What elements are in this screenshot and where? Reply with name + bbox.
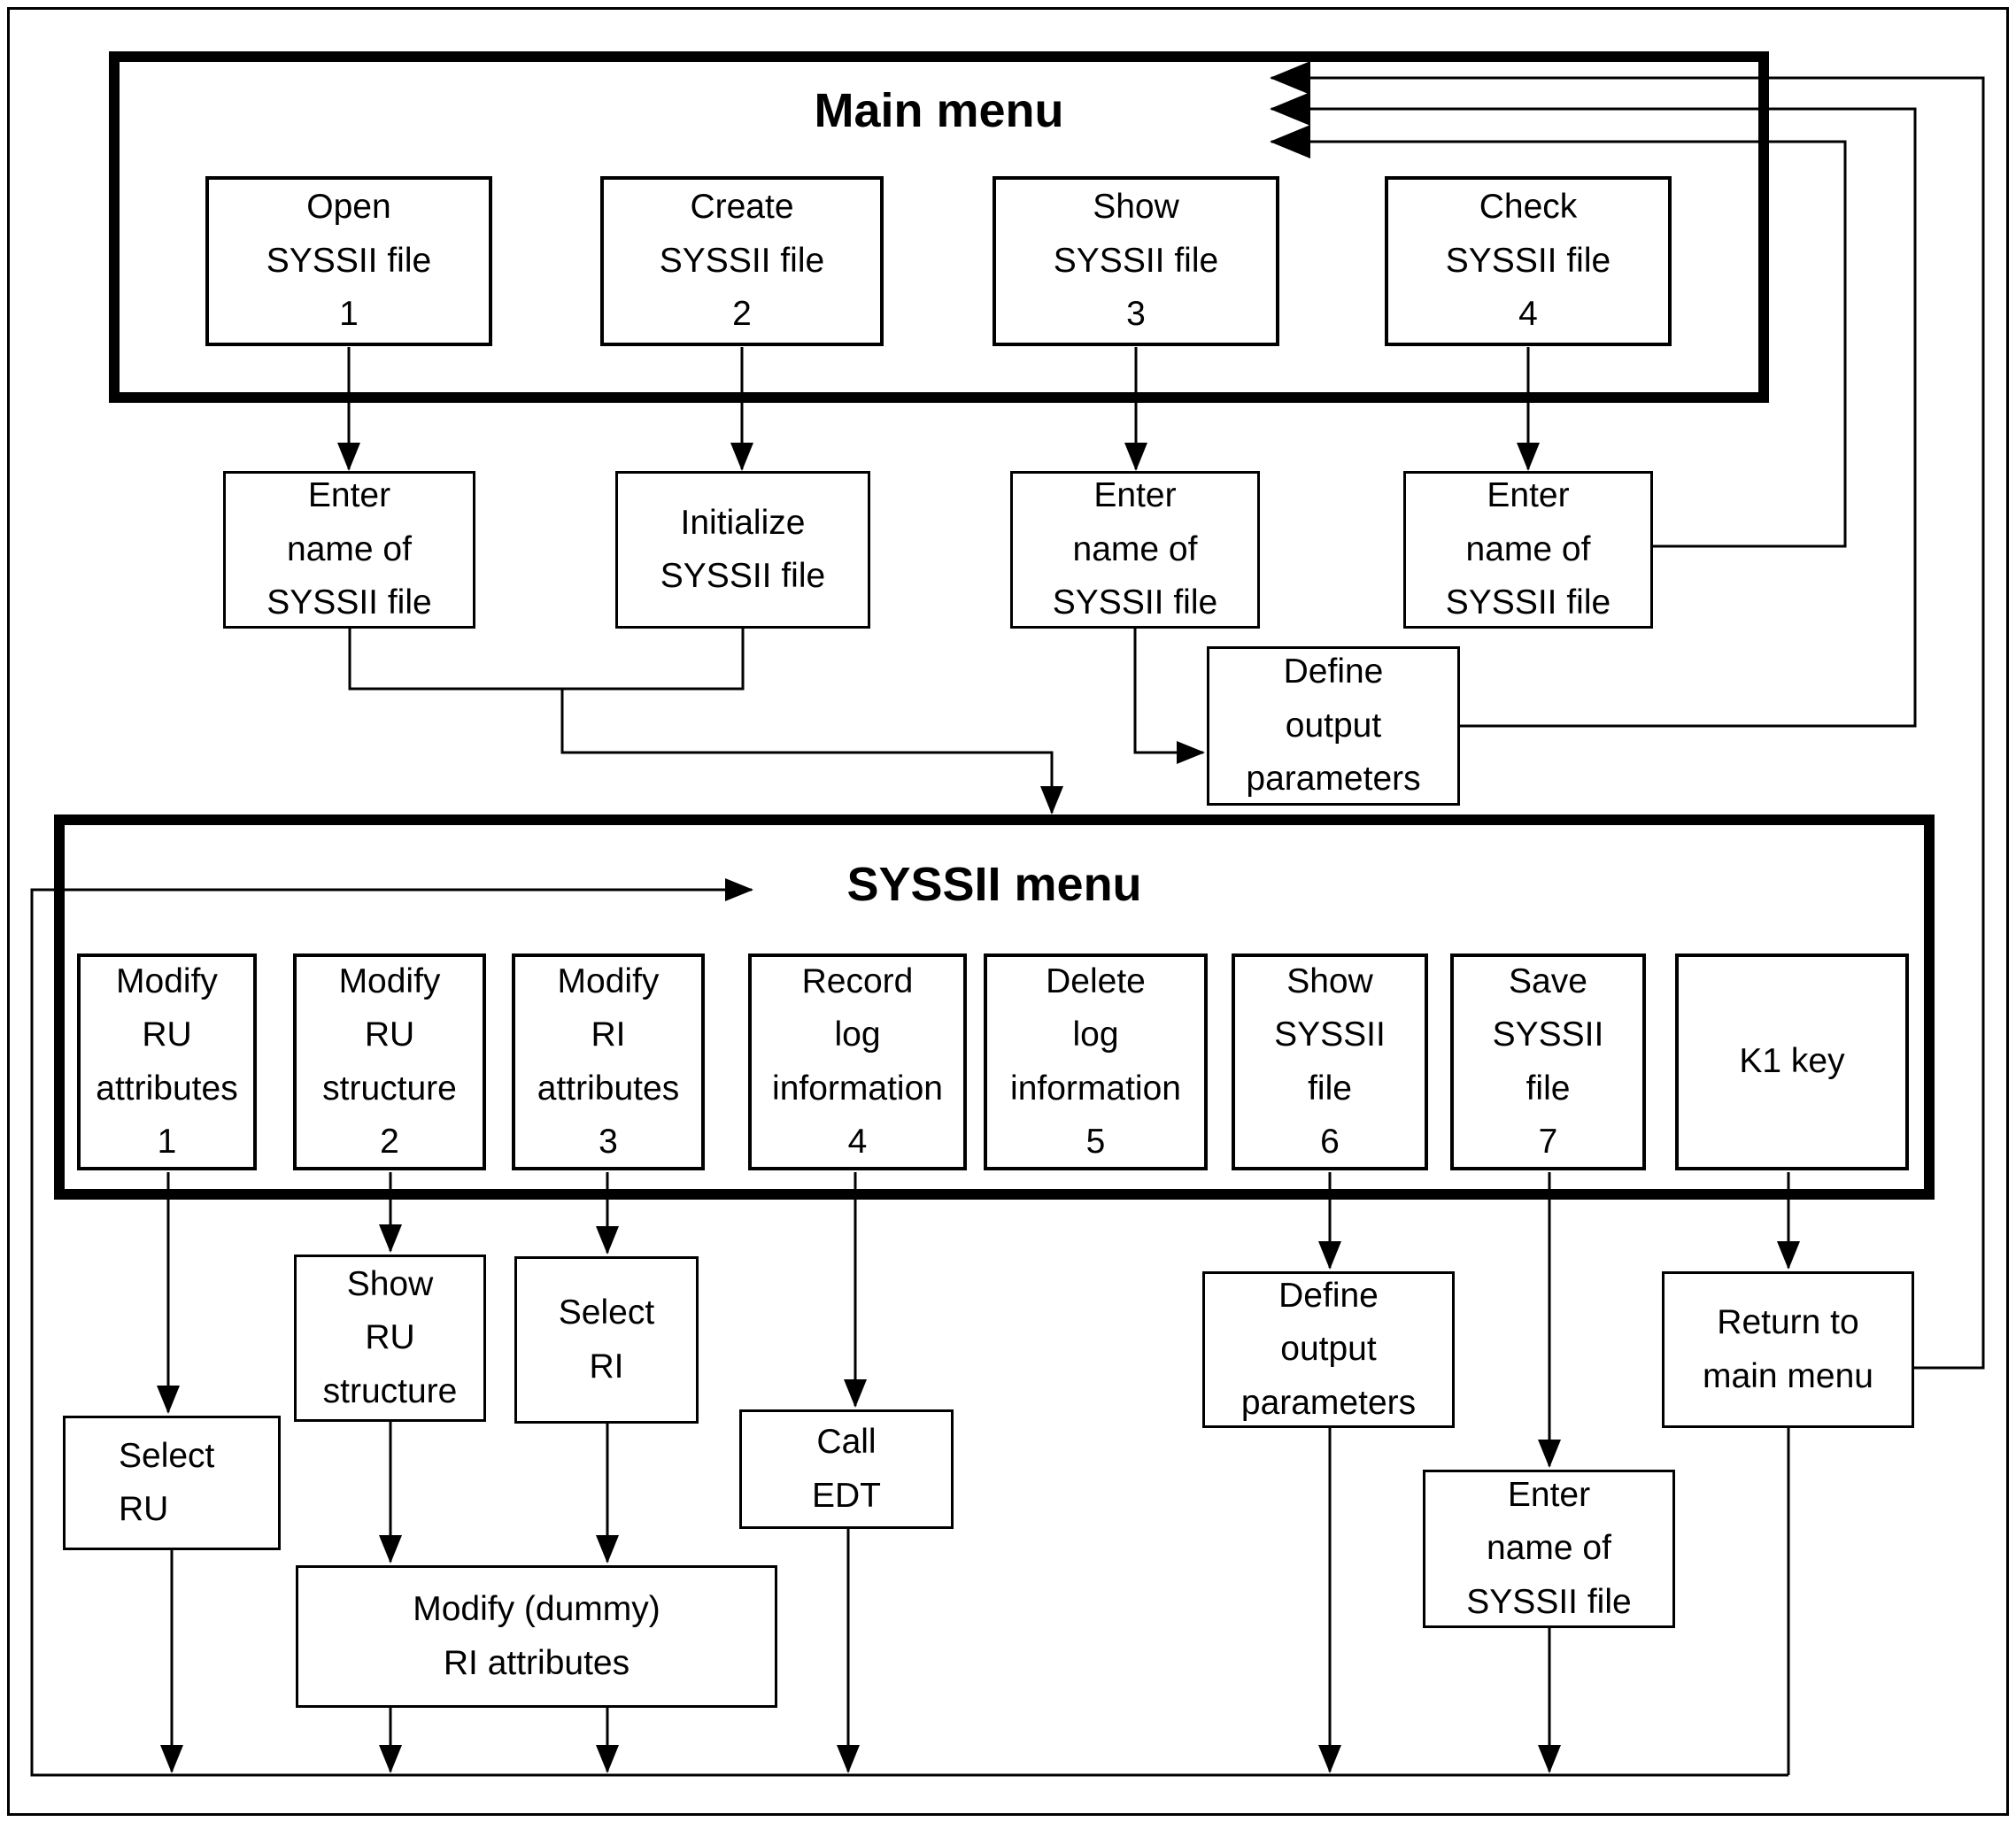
node-select-ri: Select RI: [514, 1256, 699, 1424]
node-define-output-parameters-bottom: Define output parameters: [1202, 1271, 1455, 1428]
main-menu-frame: [109, 51, 1769, 403]
node-enter-name-bottom: Enter name of SYSSII file: [1423, 1470, 1675, 1628]
node-open-syssii-file: Open SYSSII file 1: [205, 176, 492, 346]
edge-merge-enter1-initialize: [348, 629, 745, 691]
node-define-output-parameters-top: Define output parameters: [1207, 646, 1460, 806]
node-initialize-syssii-file: Initialize SYSSII file: [615, 471, 870, 629]
node-call-edt: Call EDT: [739, 1409, 954, 1529]
syssii-menu-frame: [54, 814, 1935, 1200]
node-enter-name-4: Enter name of SYSSII file: [1403, 471, 1653, 629]
edge-enter3-to-define-output: [1133, 629, 1205, 764]
node-record-log-information: Record log information 4: [748, 953, 967, 1170]
node-delete-log-information: Delete log information 5: [984, 953, 1208, 1170]
node-modify-ru-attributes: Modify RU attributes 1: [77, 953, 257, 1170]
node-check-syssii-file: Check SYSSII file 4: [1385, 176, 1672, 346]
syssii-menu-title: SYSSII menu: [846, 858, 1142, 911]
edge-define-output-return-to-main-menu: [1270, 92, 1917, 728]
node-save-syssii-file-7: Save SYSSII file 7: [1450, 953, 1646, 1170]
edge-merge-to-syssii-menu: [560, 689, 1063, 814]
main-menu-title: Main menu: [814, 84, 1064, 137]
node-show-syssii-file: Show SYSSII file 3: [993, 176, 1279, 346]
edge-return-box-to-main-menu: [1270, 61, 1985, 1370]
page-border: [7, 7, 2009, 1816]
node-show-ru-structure: Show RU structure: [294, 1255, 486, 1422]
node-return-to-main-menu: Return to main menu: [1662, 1271, 1914, 1428]
edge-bottom-loop-to-syssii-menu: [30, 878, 1788, 1777]
node-modify-dummy-ri-attributes: Modify (dummy) RI attributes: [296, 1565, 777, 1708]
node-modify-ri-attributes: Modify RI attributes 3: [512, 953, 705, 1170]
node-show-syssii-file-6: Show SYSSII file 6: [1232, 953, 1428, 1170]
node-enter-name-3: Enter name of SYSSII file: [1010, 471, 1260, 629]
edge-enter4-return-to-main-menu: [1270, 125, 1847, 548]
node-modify-ru-structure: Modify RU structure 2: [293, 953, 486, 1170]
node-k1-key: K1 key: [1675, 953, 1909, 1170]
node-create-syssii-file: Create SYSSII file 2: [600, 176, 884, 346]
node-select-ru: Select RU: [63, 1416, 281, 1550]
node-enter-name-1: Enter name of SYSSII file: [223, 471, 475, 629]
